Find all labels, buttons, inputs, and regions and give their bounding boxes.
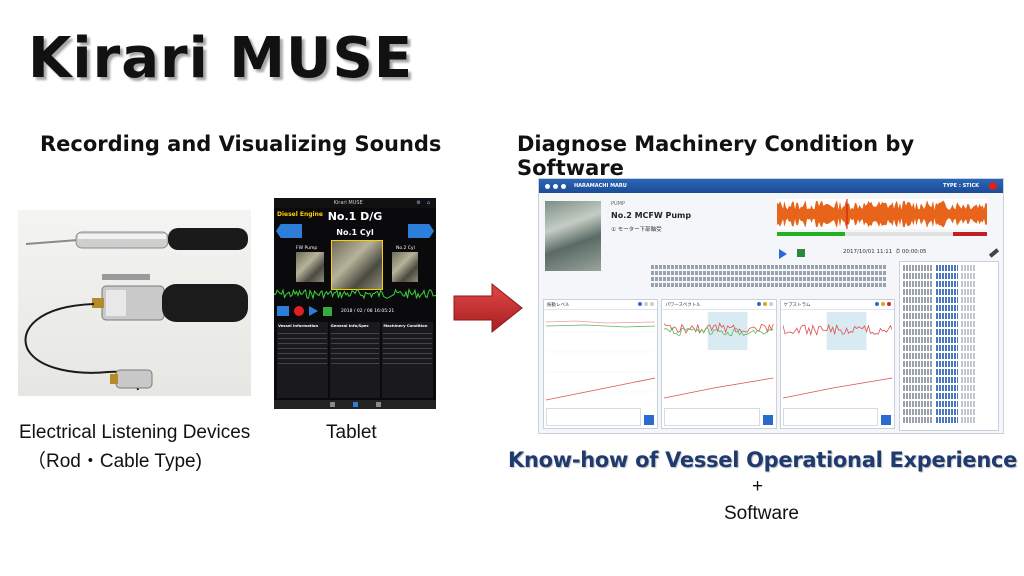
software-screenshot: HARAMACHI MARU TYPE : STICK PUMP No.2 MC… <box>538 178 1004 434</box>
pump-name: No.2 MCFW Pump <box>611 211 692 220</box>
panel-title: 振動レベル <box>547 303 570 308</box>
panel-note-box[interactable] <box>782 408 878 426</box>
vibration-level-panel: 振動レベル <box>543 299 659 429</box>
spectrum-plot <box>664 312 774 404</box>
tablet-left-pump-label: FW Pump <box>296 246 318 251</box>
tablet-prev-button[interactable] <box>276 224 302 238</box>
record-tab-icon[interactable] <box>352 402 358 407</box>
expand-icon[interactable] <box>880 415 891 425</box>
listening-device-photo <box>18 210 251 396</box>
tablet-waveform <box>274 288 436 300</box>
tablet-machinery-condition: Machinery Condition <box>382 322 434 398</box>
window-dot-icon[interactable] <box>545 183 550 189</box>
play-icon[interactable] <box>779 249 787 259</box>
device-caption-line1: Electrical Listening Devices <box>19 422 251 443</box>
stop-icon[interactable] <box>797 249 805 257</box>
tablet-next-button[interactable] <box>408 224 434 238</box>
panel-note-box[interactable] <box>546 408 642 426</box>
window-dot-icon[interactable] <box>561 183 566 189</box>
vessel-name: HARAMACHI MARU <box>574 183 627 189</box>
plus-sign: + <box>752 476 764 497</box>
pump-photo <box>545 201 601 271</box>
stop-icon[interactable] <box>323 306 332 316</box>
list-icon[interactable] <box>375 402 381 407</box>
notes-text <box>651 263 887 291</box>
tablet-status-bar: Kirari MUSE ⚙ ⌂ <box>274 198 436 208</box>
cepstrum-panel: ケプストラム <box>779 299 895 429</box>
close-icon[interactable] <box>989 182 997 190</box>
tablet-date: 2018 / 02 / 08 16:05:21 <box>341 308 395 314</box>
pump-location: ① モーター下部軸受 <box>611 227 662 233</box>
device-type: TYPE : STICK <box>942 183 979 189</box>
left-heading: Recording and Visualizing Sounds <box>40 132 442 156</box>
tablet-right-machine-image[interactable] <box>392 252 418 282</box>
expand-icon[interactable] <box>762 415 773 425</box>
panel-note-box[interactable] <box>664 408 760 426</box>
tablet-mode-button[interactable] <box>277 306 289 316</box>
panel-title: パワースペクトル <box>665 303 701 308</box>
knowhow-caption: Know-how of Vessel Operational Experienc… <box>508 448 1018 472</box>
slide-title: Kirari MUSE <box>28 26 414 91</box>
right-heading: Diagnose Machinery Condition by Software <box>517 132 915 180</box>
software-waveform <box>777 199 987 236</box>
wrench-icon[interactable] <box>988 248 1000 258</box>
tablet-screenshot: Kirari MUSE ⚙ ⌂ Diesel Engine No.1 D/G N… <box>274 198 436 409</box>
tablet-unit-label: No.1 D/G <box>327 210 383 223</box>
record-icon[interactable] <box>294 306 304 316</box>
tablet-col-header: General Info/Spec <box>330 323 369 328</box>
tablet-app-name: Kirari MUSE <box>333 200 363 206</box>
tablet-bottom-nav <box>274 400 436 409</box>
device-caption-line2: （Rod・Cable Type) <box>27 451 202 472</box>
window-dot-icon[interactable] <box>553 183 558 189</box>
tablet-caption: Tablet <box>326 422 377 443</box>
panel-title: ケプストラム <box>783 303 811 308</box>
tablet-left-machine-image[interactable] <box>296 252 324 282</box>
gear-icon[interactable]: ⚙ <box>416 200 421 206</box>
right-arrow-icon <box>453 282 523 334</box>
tablet-col-header: Machinery Condition <box>383 323 428 328</box>
software-titlebar: HARAMACHI MARU TYPE : STICK <box>539 179 1003 193</box>
vibration-plot <box>546 312 656 404</box>
home-icon[interactable]: ⌂ <box>426 200 430 206</box>
recording-datetime: 2017/10/01 11:11 ⏱ 00:00:05 <box>843 249 927 255</box>
tablet-engine-label: Diesel Engine <box>277 211 323 218</box>
pump-caption: PUMP <box>611 201 626 207</box>
cepstrum-plot <box>782 312 892 404</box>
home-icon[interactable] <box>329 402 335 407</box>
tablet-right-pump-label: No.2 Cyl <box>396 246 415 251</box>
play-icon[interactable] <box>309 306 318 316</box>
tablet-col-header: Vessel Information <box>278 323 319 328</box>
tablet-cylinder-label: No.1 Cyl <box>336 228 374 237</box>
expand-icon[interactable] <box>644 415 655 425</box>
machinery-parameters-panel <box>899 261 999 431</box>
software-caption: Software <box>724 503 799 524</box>
tablet-general-info: General Info/Spec <box>329 322 381 398</box>
tablet-vessel-info: Vessel Information <box>277 322 328 398</box>
tablet-center-machine-image[interactable] <box>331 240 383 290</box>
power-spectrum-panel: パワースペクトル <box>661 299 777 429</box>
